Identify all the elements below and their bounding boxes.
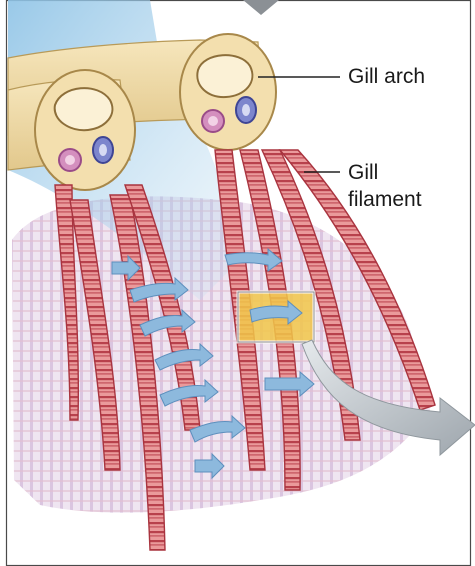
gill-arch-section-left — [35, 70, 135, 190]
gill-arch-label: Gill arch — [348, 63, 425, 90]
gill-filament-label-line1: Gill — [348, 159, 378, 186]
gill-arch-section-right — [180, 34, 276, 150]
highlight-box — [238, 292, 314, 342]
gill-filament-label-line2: filament — [348, 186, 422, 213]
